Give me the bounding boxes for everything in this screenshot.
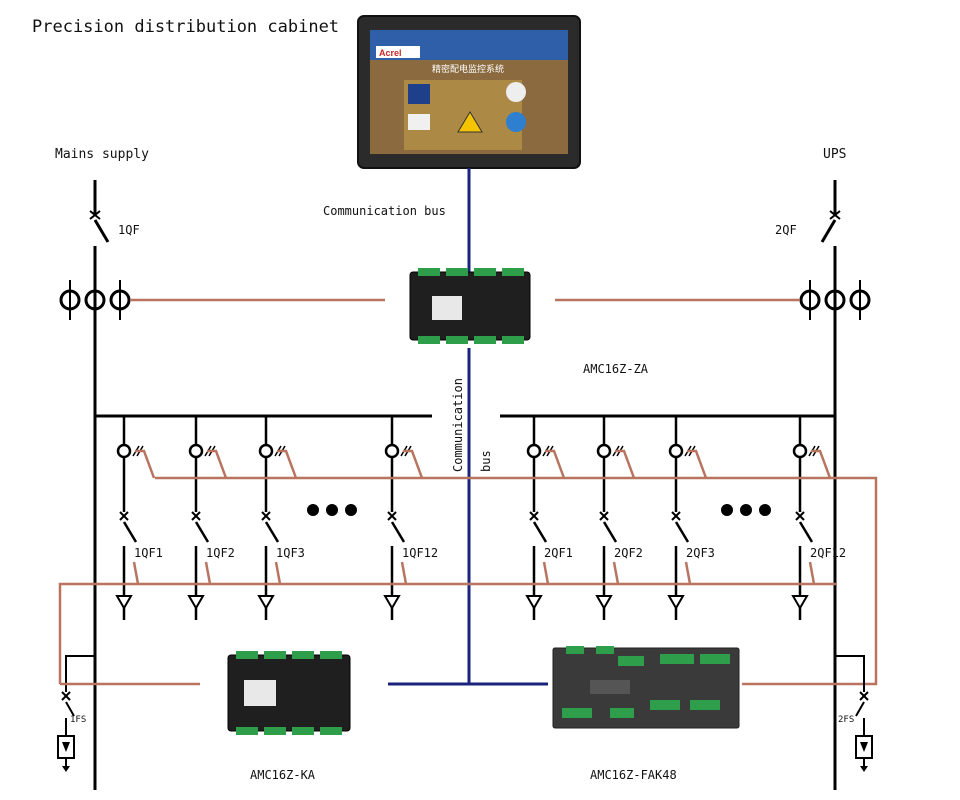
feeder-right-4 bbox=[791, 416, 832, 620]
right-ellipsis bbox=[721, 504, 771, 516]
amc16z-fak48-label: AMC16Z-FAK48 bbox=[590, 768, 677, 782]
feeder-label-left-3: 1QF3 bbox=[276, 546, 305, 560]
breaker-2qf-label: 2QF bbox=[775, 223, 797, 237]
brand-logo bbox=[376, 46, 420, 58]
ct-rings-left bbox=[59, 280, 131, 320]
feeder-label-right-2: 2QF2 bbox=[614, 546, 643, 560]
brand-text: Acrel bbox=[379, 48, 402, 58]
amc16z-za-module bbox=[409, 268, 531, 344]
settings-icon bbox=[506, 82, 526, 102]
feeder-label-left-4: 1QF12 bbox=[402, 546, 438, 560]
breaker-1qf-label: 1QF bbox=[118, 223, 140, 237]
feeder-left-1 bbox=[115, 416, 156, 620]
right-main-line bbox=[820, 180, 841, 790]
monitor-icon bbox=[408, 84, 430, 104]
communication-bus bbox=[388, 168, 548, 686]
feeder-left-3 bbox=[257, 416, 298, 620]
feeder-label-right-1: 2QF1 bbox=[544, 546, 573, 560]
trend-icon bbox=[408, 114, 430, 130]
ct-rings-right bbox=[799, 280, 871, 320]
comm-bus-vertical-label-1: Communication bbox=[451, 378, 465, 472]
amc16z-ka-module bbox=[227, 651, 351, 735]
feeder-left-4 bbox=[383, 416, 424, 620]
feeder-label-right-3: 2QF3 bbox=[686, 546, 715, 560]
surge-1fs-label: 1FS bbox=[70, 715, 86, 725]
feeder-right-2 bbox=[595, 416, 636, 620]
amc16z-fak48-board bbox=[552, 646, 740, 729]
feeder-label-right-4: 2QF12 bbox=[810, 546, 846, 560]
surge-2fs-label: 2FS bbox=[838, 715, 854, 725]
comm-bus-label: Communication bus bbox=[323, 204, 446, 218]
amc16z-ka-label: AMC16Z-KA bbox=[250, 768, 316, 782]
amc16z-za-label: AMC16Z-ZA bbox=[583, 362, 649, 376]
feeder-label-left-2: 1QF2 bbox=[206, 546, 235, 560]
feeder-left-2 bbox=[187, 416, 228, 620]
feeder-status-signal-line bbox=[58, 582, 836, 684]
surge-protector-2fs bbox=[835, 655, 873, 772]
feeder-group: 1QF1 1QF2 1QF3 1QF12 2QF1 2QF2 2QF3 2QF12 bbox=[115, 416, 846, 620]
feeder-ct-signal-line bbox=[155, 476, 878, 686]
surge-protector-1fs bbox=[57, 655, 95, 772]
help-icon bbox=[506, 112, 526, 132]
left-ellipsis bbox=[307, 504, 357, 516]
feeder-right-1 bbox=[525, 416, 566, 620]
hmi-touch-panel: Acrel 精密配电监控系统 bbox=[357, 15, 581, 169]
warning-icon bbox=[457, 111, 483, 133]
hmi-screen-title: 精密配电监控系统 bbox=[432, 63, 504, 75]
ups-label: UPS bbox=[823, 147, 846, 162]
left-main-line bbox=[89, 180, 110, 790]
feeder-right-3 bbox=[667, 416, 708, 620]
comm-bus-vertical-label-2: bus bbox=[479, 450, 493, 472]
mains-supply-label: Mains supply bbox=[55, 147, 149, 162]
diagram-title: Precision distribution cabinet bbox=[32, 17, 339, 37]
feeder-label-left-1: 1QF1 bbox=[134, 546, 163, 560]
